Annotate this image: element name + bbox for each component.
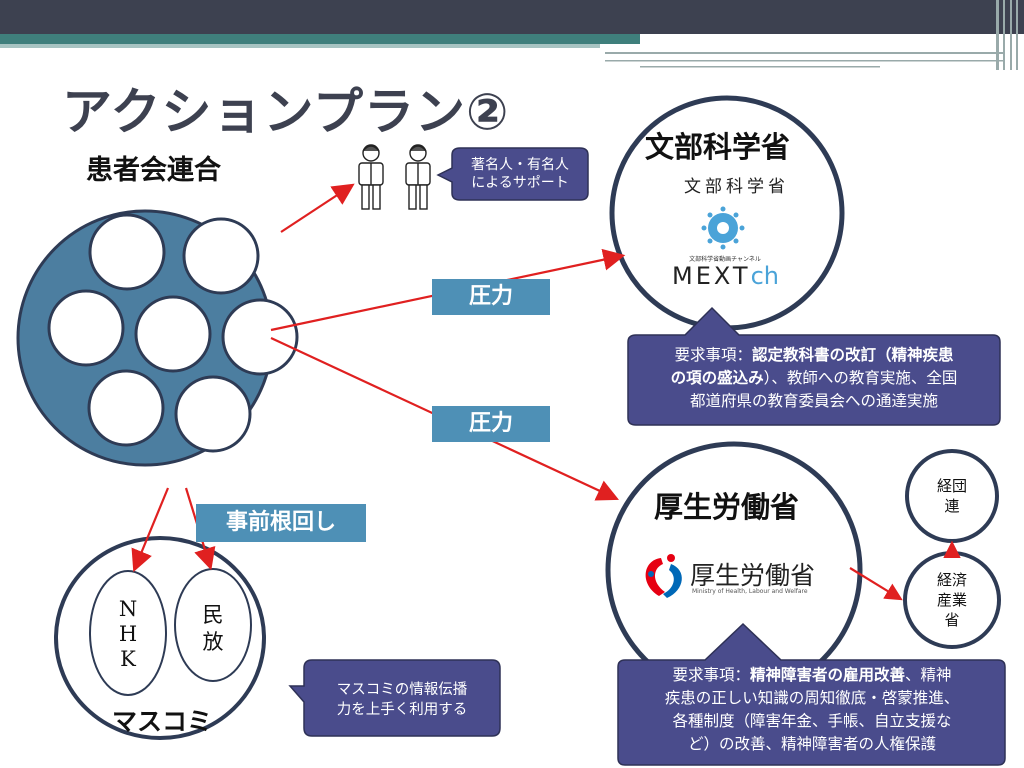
- celebrity-callout-shape: [436, 147, 589, 201]
- request-emphasis: 認定教科書の改訂（精神疾患: [752, 346, 954, 364]
- meti-label-line: 産業: [936, 591, 967, 609]
- mext-logo-text: 文部科学省: [684, 177, 789, 197]
- request-text: ）、教師への教育実施、全国: [763, 369, 958, 387]
- minpo-char: 民: [202, 603, 224, 627]
- patient-federation-label: 患者会連合: [86, 155, 221, 186]
- mext-channel-text: MEXT: [672, 262, 751, 290]
- media-callout-line: 力を上手く利用する: [336, 702, 468, 718]
- media-label: マスコミ: [112, 707, 213, 736]
- request-prefix: 要求事項：: [672, 666, 750, 684]
- mext-channel-suffix: ch: [750, 262, 779, 290]
- member-circle: [221, 298, 299, 376]
- mext-logo-small: 文部科学省動画チャンネル: [689, 256, 761, 263]
- pressure-tag-mhlw: 圧力: [432, 406, 550, 442]
- meti-label-line: 経済: [936, 571, 967, 589]
- request-text: 、精神: [905, 666, 952, 684]
- arrow-to-meti: [849, 567, 903, 601]
- minpo-char: 放: [202, 630, 224, 654]
- arrow-to-celebrities: [280, 183, 355, 233]
- mext-request-line: の項の盛込み）、教師への教育実施、全国: [630, 367, 998, 390]
- mext-request-shape: [627, 306, 1001, 426]
- meti-label: 経済 産業 省: [910, 570, 994, 630]
- mhlw-logo-sub: Ministry of Health, Labour and Welfare: [692, 588, 808, 595]
- member-circle: [88, 213, 166, 291]
- member-groups: [47, 213, 299, 453]
- mhlw-logo-icon: [645, 554, 682, 598]
- nhk-letter: H: [118, 622, 138, 646]
- minpo-label: 民 放: [196, 602, 230, 656]
- mext-request-line: 都道府県の教育委員会への通達実施: [689, 392, 938, 410]
- member-circle: [174, 375, 252, 453]
- mhlw-logo-text: 厚生労働省: [690, 561, 816, 590]
- header-accent-thin: [0, 44, 600, 48]
- request-emphasis: 精神障害者の雇用改善: [749, 666, 905, 684]
- request-prefix: 要求事項：: [674, 346, 752, 364]
- page-title: アクションプラン②: [62, 83, 510, 141]
- celebrity-callout-line: によるサポート: [471, 175, 569, 191]
- member-circle: [134, 295, 212, 373]
- member-circle: [182, 217, 260, 295]
- media-callout-line: マスコミの情報伝播: [336, 682, 468, 698]
- corner-decoration: [605, 0, 1018, 70]
- mext-name: 文部科学省: [645, 130, 791, 164]
- keidanren-label: 経団 連: [910, 476, 994, 516]
- member-circle: [47, 289, 125, 367]
- mhlw-request-line: ど）の改善、精神障害者の人権保護: [687, 735, 936, 753]
- nhk-label: N H K: [113, 597, 143, 672]
- keidanren-label-line: 経団: [936, 477, 967, 495]
- header-accent-bar: [0, 34, 640, 44]
- celebrity-callout-line: 著名人・有名人: [471, 157, 569, 173]
- mhlw-name: 厚生労働省: [654, 490, 800, 524]
- mext-logo-icon: [701, 206, 745, 250]
- celebrity-figure-icon: [405, 144, 431, 210]
- nhk-oval: [89, 570, 167, 696]
- mext-request: 要求事項：認定教科書の改訂（精神疾患 の項の盛込み）、教師への教育実施、全国 都…: [630, 344, 998, 413]
- media-callout-shape: [288, 659, 501, 737]
- header-bar: [0, 0, 1024, 34]
- mhlw-request-line: 要求事項：精神障害者の雇用改善、精神: [620, 664, 1004, 687]
- pressure-tag-mext: 圧力: [432, 279, 550, 315]
- keidanren-label-line: 連: [944, 497, 960, 515]
- mhlw-request: 要求事項：精神障害者の雇用改善、精神 疾患の正しい知識の周知徹底・啓蒙推進、 各…: [620, 664, 1004, 756]
- arrow-to-nhk: [131, 487, 170, 573]
- mhlw-request-line: 各種制度（障害年金、手帳、自立支援な: [672, 712, 952, 730]
- media-callout: マスコミの情報伝播 力を上手く利用する: [306, 680, 498, 720]
- nhk-letter: N: [118, 597, 138, 621]
- nhk-letter: K: [120, 647, 136, 671]
- mext-request-line: 要求事項：認定教科書の改訂（精神疾患: [630, 344, 998, 367]
- mhlw-request-shape: [617, 622, 1006, 766]
- request-emphasis: の項の盛込み: [670, 369, 764, 387]
- nemawashi-tag: 事前根回し: [196, 504, 366, 542]
- celebrity-figure-icon: [358, 144, 384, 210]
- mext-channel-logo: MEXTch: [672, 262, 779, 290]
- celebrity-callout: 著名人・有名人 によるサポート: [456, 156, 584, 192]
- meti-label-line: 省: [944, 611, 960, 629]
- member-circle: [87, 369, 165, 447]
- mhlw-request-line: 疾患の正しい知識の周知徹底・啓蒙推進、: [664, 689, 960, 707]
